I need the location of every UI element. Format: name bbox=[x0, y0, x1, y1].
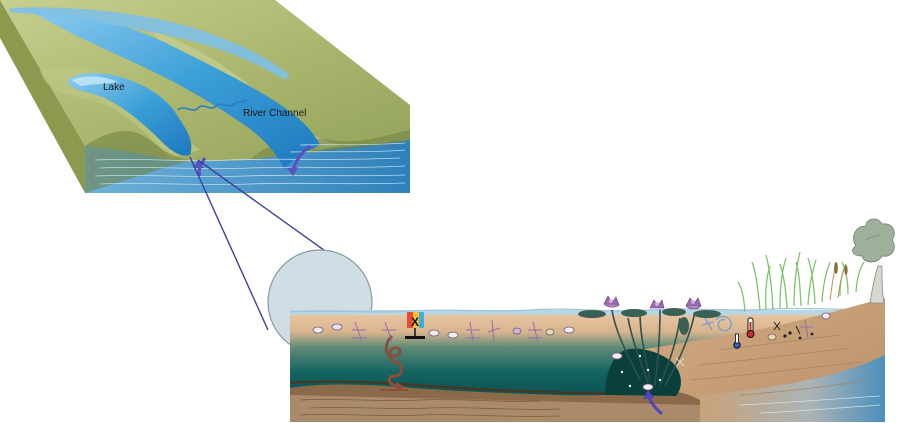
terrain-block-icon bbox=[0, 0, 410, 193]
lake-shape bbox=[67, 73, 192, 156]
water-lily-icon bbox=[578, 295, 721, 386]
thermometer-icon bbox=[733, 317, 755, 349]
color-scale-marker-icon: X bbox=[405, 312, 425, 339]
spore-icon bbox=[352, 319, 813, 343]
svg-text:X: X bbox=[411, 315, 419, 329]
zoom-line-icon bbox=[189, 156, 269, 331]
terrain-left-face bbox=[0, 0, 85, 193]
tree-icon bbox=[852, 218, 895, 304]
label-river-channel: River Channel bbox=[243, 108, 306, 119]
zoom-line-icon bbox=[197, 159, 343, 264]
reed-grass-icon bbox=[737, 251, 865, 313]
label-lake: Lake bbox=[103, 82, 125, 93]
diatom-icon bbox=[312, 312, 831, 391]
lake-cross-section: X bbox=[289, 295, 886, 422]
spiral-arrow-icon bbox=[380, 334, 408, 391]
river-channel-shape bbox=[25, 8, 320, 170]
